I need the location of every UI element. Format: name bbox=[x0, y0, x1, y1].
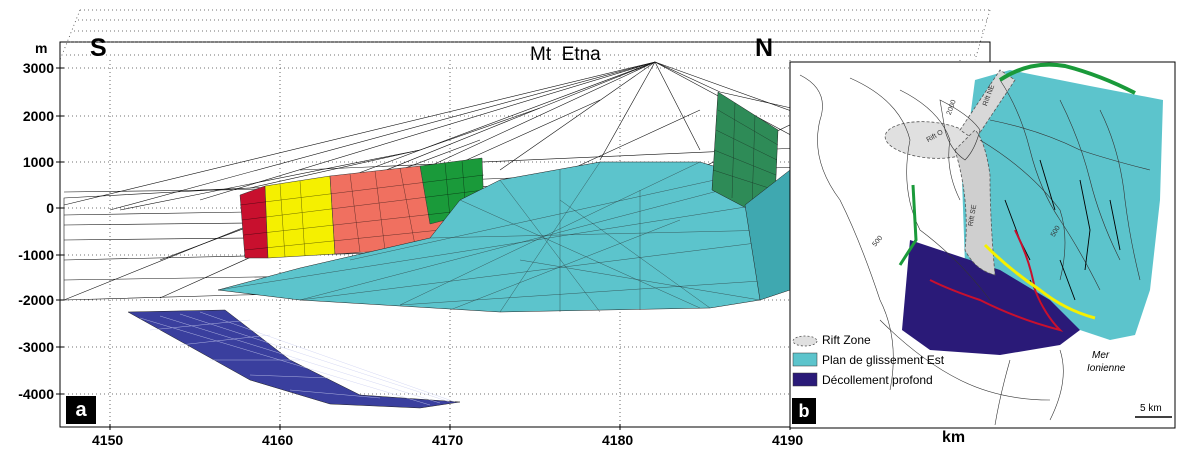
legend-swatch-decollement bbox=[792, 372, 818, 387]
y-unit-label: m bbox=[35, 40, 48, 56]
x-tick-label: 4180 bbox=[602, 432, 634, 448]
legend-rift-zone: Rift Zone bbox=[822, 333, 871, 347]
yellow-block bbox=[264, 175, 336, 259]
y-tick-label: 3000 bbox=[22, 60, 54, 76]
map-decollement bbox=[902, 240, 1080, 355]
y-tick-label: -3000 bbox=[18, 339, 54, 355]
map-red-fault bbox=[929, 229, 1064, 332]
mt-etna-title: Mt Etna bbox=[530, 44, 601, 65]
blue-decollement bbox=[127, 309, 461, 409]
cyan-plane-mesh bbox=[217, 161, 791, 313]
blue-surface-mesh bbox=[139, 311, 456, 406]
y-tick-label: -4000 bbox=[18, 386, 54, 402]
red-block bbox=[239, 185, 269, 259]
x-tick-label: 4150 bbox=[92, 432, 124, 448]
y-ticks bbox=[56, 67, 64, 395]
legend-decollement: Décollement profond bbox=[822, 373, 933, 387]
north-label: N bbox=[755, 34, 774, 62]
sea-label-line2: Ionienne bbox=[1087, 363, 1126, 374]
legend-swatch-plane bbox=[792, 352, 818, 367]
map-yellow-fault bbox=[983, 243, 1096, 320]
north-wall-mesh bbox=[712, 102, 779, 208]
y-tick-label: -1000 bbox=[18, 247, 54, 263]
panel-b-tag: b bbox=[792, 398, 816, 424]
panel-a-tag: a bbox=[66, 396, 96, 424]
legend-sliding-plane: Plan de glissement Est bbox=[822, 353, 945, 367]
y-tick-label: 1000 bbox=[22, 154, 54, 170]
map-contours bbox=[799, 74, 1151, 426]
x-tick-label: 4170 bbox=[432, 432, 464, 448]
x-unit-label: km bbox=[942, 429, 966, 446]
map-cyan-plane bbox=[962, 70, 1163, 340]
south-label: S bbox=[90, 34, 107, 62]
scale-label: 5 km bbox=[1140, 403, 1162, 414]
map-rift-se bbox=[954, 129, 996, 276]
x-tick-label: 4160 bbox=[262, 432, 294, 448]
map-green-fault-w bbox=[898, 184, 918, 266]
sea-label-line1: Mer bbox=[1092, 350, 1110, 361]
map-green-fault-ne bbox=[998, 62, 1136, 95]
y-tick-label: 2000 bbox=[22, 108, 54, 124]
y-tick-label: 0 bbox=[46, 200, 54, 216]
legend-swatch-rift bbox=[792, 335, 818, 347]
y-tick-label: -2000 bbox=[18, 292, 54, 308]
x-tick-label: 4190 bbox=[772, 432, 804, 448]
